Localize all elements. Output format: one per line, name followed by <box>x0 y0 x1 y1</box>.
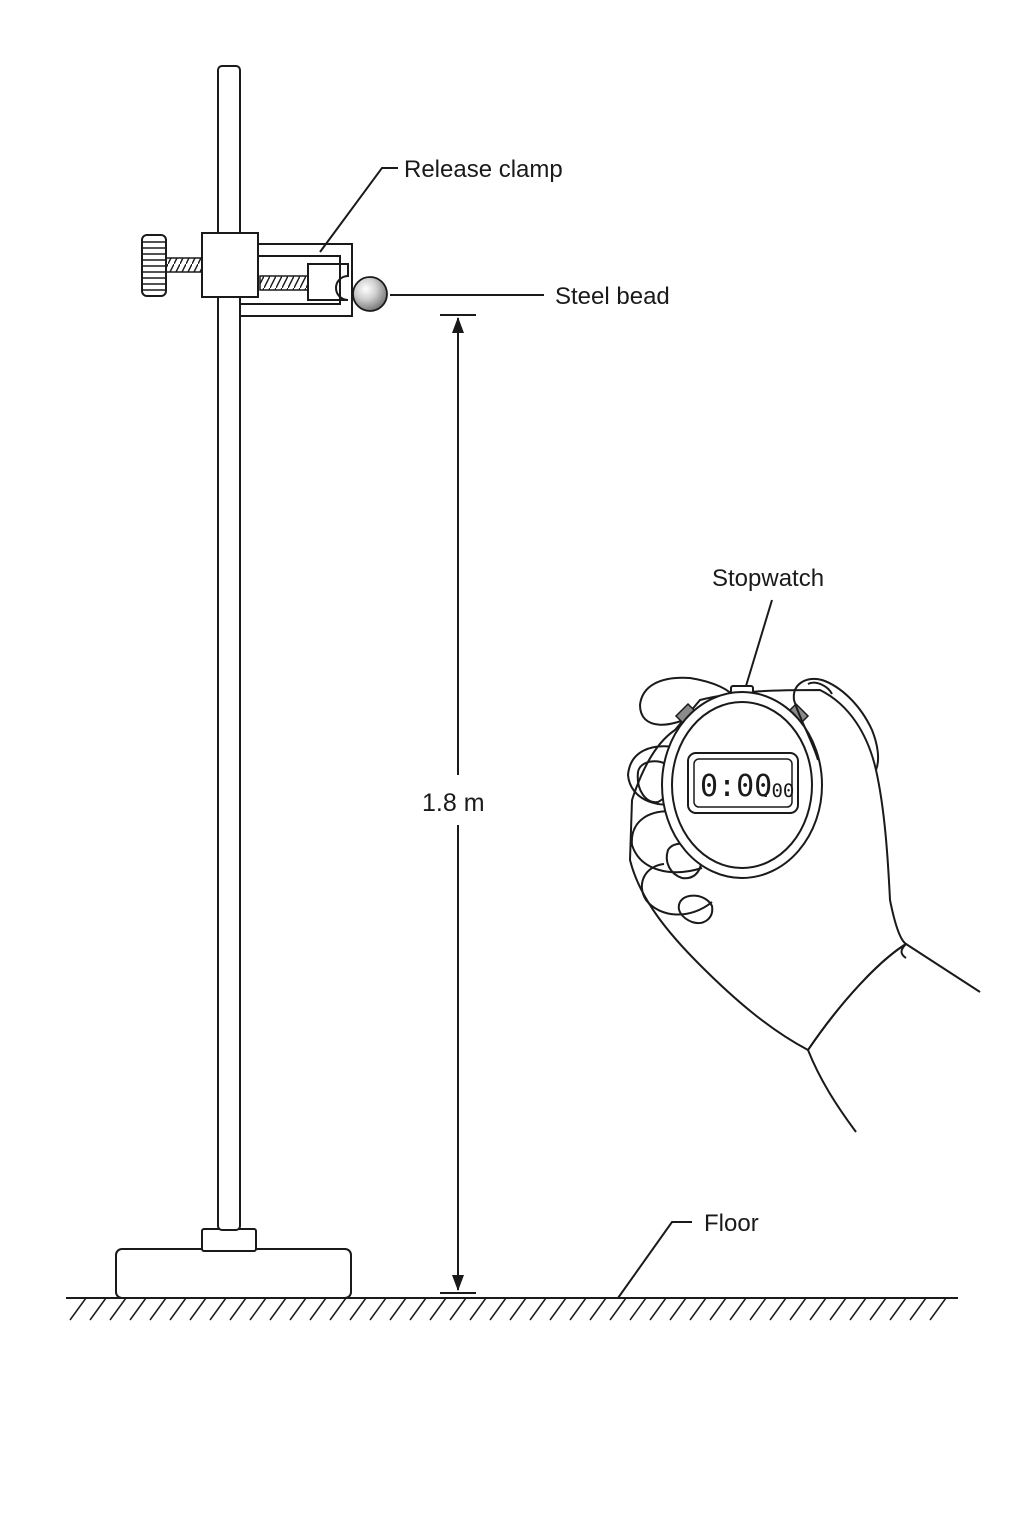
floor <box>66 1297 958 1321</box>
arrow-up <box>452 317 464 333</box>
hand-palm <box>628 688 908 1052</box>
release-clamp <box>141 232 353 317</box>
release-clamp-callout: Release clamp <box>319 156 563 253</box>
sleeve <box>806 943 907 1133</box>
height-label: 1.8 m <box>422 789 485 817</box>
finger-little <box>640 863 713 916</box>
stopwatch-time-fraction: .00 <box>760 780 794 802</box>
height-dimension <box>440 314 476 1294</box>
steel-bead <box>352 276 388 312</box>
clamp-knob <box>141 234 167 297</box>
thumb <box>792 678 880 771</box>
stand-collar <box>201 1228 257 1252</box>
floor-callout: Floor <box>617 1210 759 1299</box>
stopwatch-time-main: 0:00 <box>700 769 772 804</box>
steel-bead-callout: Steel bead <box>390 283 670 310</box>
stopwatch-label: Stopwatch <box>712 565 824 592</box>
floor-hatching <box>69 1297 947 1321</box>
boss-head <box>201 232 259 298</box>
clamp-screw-left <box>165 257 203 273</box>
hand-holding-stopwatch: 0:00 .00 <box>626 676 981 1133</box>
stopwatch-callout: Stopwatch <box>712 565 824 687</box>
stopwatch-display <box>687 752 799 814</box>
floor-label: Floor <box>704 1210 759 1237</box>
steel-bead-label: Steel bead <box>555 283 670 310</box>
clamp-channel <box>239 243 353 317</box>
stopwatch: 0:00 .00 <box>661 685 823 879</box>
stand-rod <box>217 65 241 1231</box>
finger-index <box>638 676 736 726</box>
stand-base <box>115 1248 352 1299</box>
stopwatch-bezel <box>671 701 813 869</box>
arrow-down <box>452 1275 464 1291</box>
clamp-jaw <box>307 263 349 301</box>
retort-stand <box>115 65 352 1299</box>
release-clamp-label: Release clamp <box>404 156 563 183</box>
clamp-screw-right <box>259 275 309 291</box>
finger-ring <box>630 810 703 874</box>
